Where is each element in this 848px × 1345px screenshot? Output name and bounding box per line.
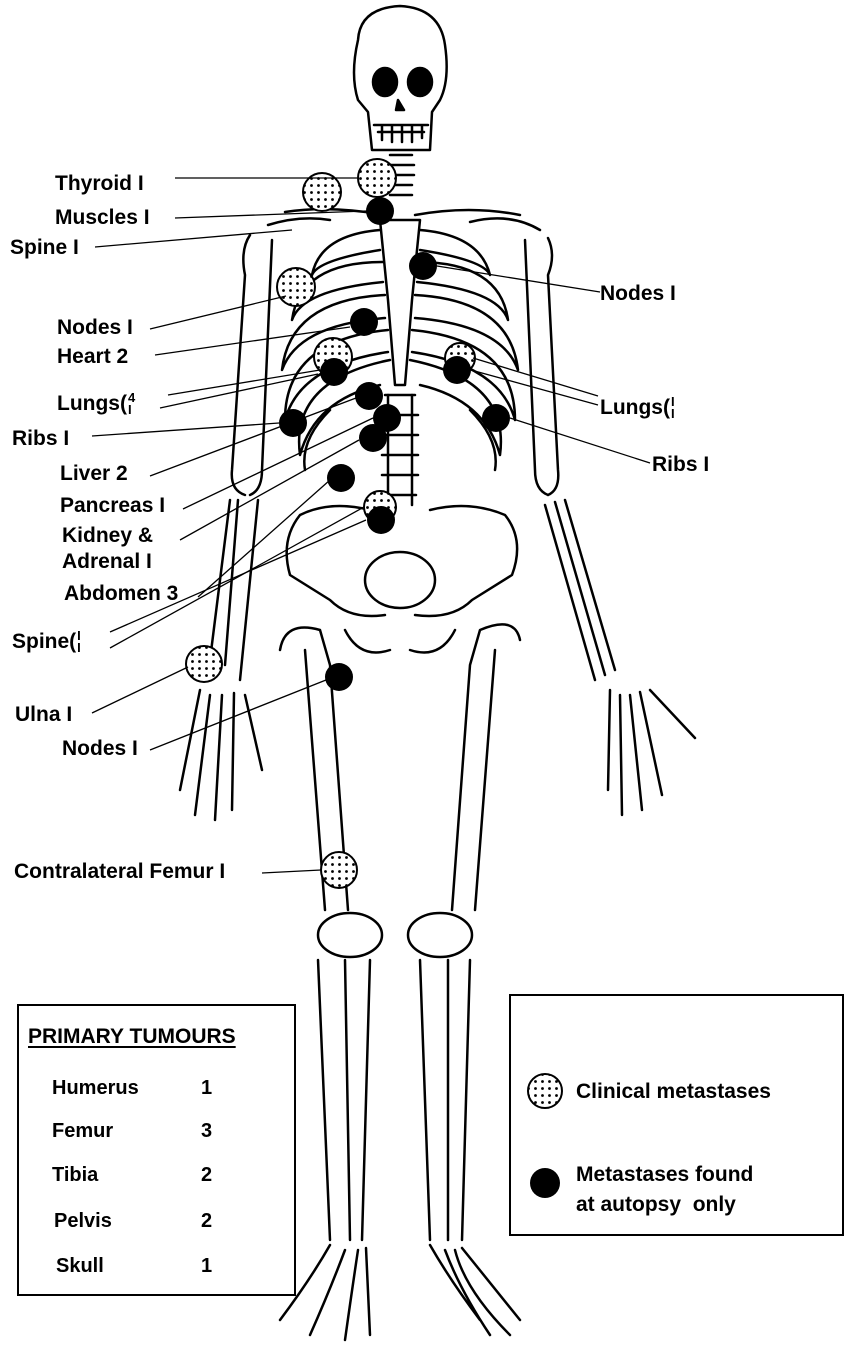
autopsy-dot-spine-lower bbox=[367, 506, 395, 534]
autopsy-dot-heart bbox=[350, 308, 378, 336]
clinical-dot-muscles bbox=[303, 173, 341, 211]
tumour-site: Humerus bbox=[52, 1077, 139, 1100]
autopsy-dot-spine bbox=[366, 197, 394, 225]
autopsy-dot-abdomen bbox=[327, 464, 355, 492]
clinical-dot-femur bbox=[321, 852, 357, 888]
autopsy-dot-nodes-groin bbox=[325, 663, 353, 691]
autopsy-dot-nodes-right bbox=[409, 252, 437, 280]
tumour-site: Pelvis bbox=[54, 1210, 112, 1233]
primary-tumours-title: PRIMARY TUMOURS bbox=[28, 1025, 236, 1049]
label-thyroid: Thyroid I bbox=[55, 172, 144, 196]
label-nodes-left-lower: Nodes I bbox=[62, 737, 138, 761]
autopsy-dot-kidney bbox=[359, 424, 387, 452]
label-liver: Liver 2 bbox=[60, 462, 128, 486]
label-kidney: Kidney &Adrenal I bbox=[62, 523, 153, 575]
legend-autopsy-icon bbox=[530, 1168, 560, 1198]
label-pancreas: Pancreas I bbox=[60, 494, 165, 518]
legend-clinical-icon bbox=[528, 1074, 562, 1108]
label-ulna: Ulna I bbox=[15, 703, 72, 727]
clinical-dot-thyroid bbox=[358, 159, 396, 197]
label-spine-upper: Spine I bbox=[10, 236, 79, 260]
autopsy-dot-lungs bbox=[320, 358, 348, 386]
autopsy-dot-liver bbox=[355, 382, 383, 410]
label-abdomen: Abdomen 3 bbox=[64, 582, 178, 606]
tumour-count: 1 bbox=[201, 1077, 212, 1100]
autopsy-dot-ribs-right bbox=[482, 404, 510, 432]
clinical-dot-ulna bbox=[186, 646, 222, 682]
primary-tumours-box: PRIMARY TUMOURS Humerus 1 Femur 3 Tibia … bbox=[18, 1005, 295, 1295]
legend-clinical-label: Clinical metastases bbox=[576, 1077, 771, 1107]
label-heart: Heart 2 bbox=[57, 345, 128, 369]
clinical-dot-nodes bbox=[277, 268, 315, 306]
label-nodes-left-upper: Nodes I bbox=[57, 316, 133, 340]
tumour-count: 3 bbox=[201, 1120, 212, 1143]
label-femur-contralateral: Contralateral Femur I bbox=[14, 860, 225, 884]
tumour-count: 2 bbox=[201, 1164, 212, 1187]
autopsy-dot-lungs-right bbox=[443, 356, 471, 384]
label-muscles: Muscles I bbox=[55, 206, 150, 230]
label-ribs-right: Ribs I bbox=[652, 453, 709, 477]
tumour-site: Femur bbox=[52, 1120, 113, 1143]
autopsy-dot-ribs bbox=[279, 409, 307, 437]
tumour-count: 1 bbox=[201, 1255, 212, 1278]
tumour-count: 2 bbox=[201, 1210, 212, 1233]
label-nodes-right: Nodes I bbox=[600, 282, 676, 306]
label-ribs-left: Ribs I bbox=[12, 427, 69, 451]
tumour-site: Skull bbox=[56, 1255, 104, 1278]
tumour-site: Tibia bbox=[52, 1164, 98, 1187]
